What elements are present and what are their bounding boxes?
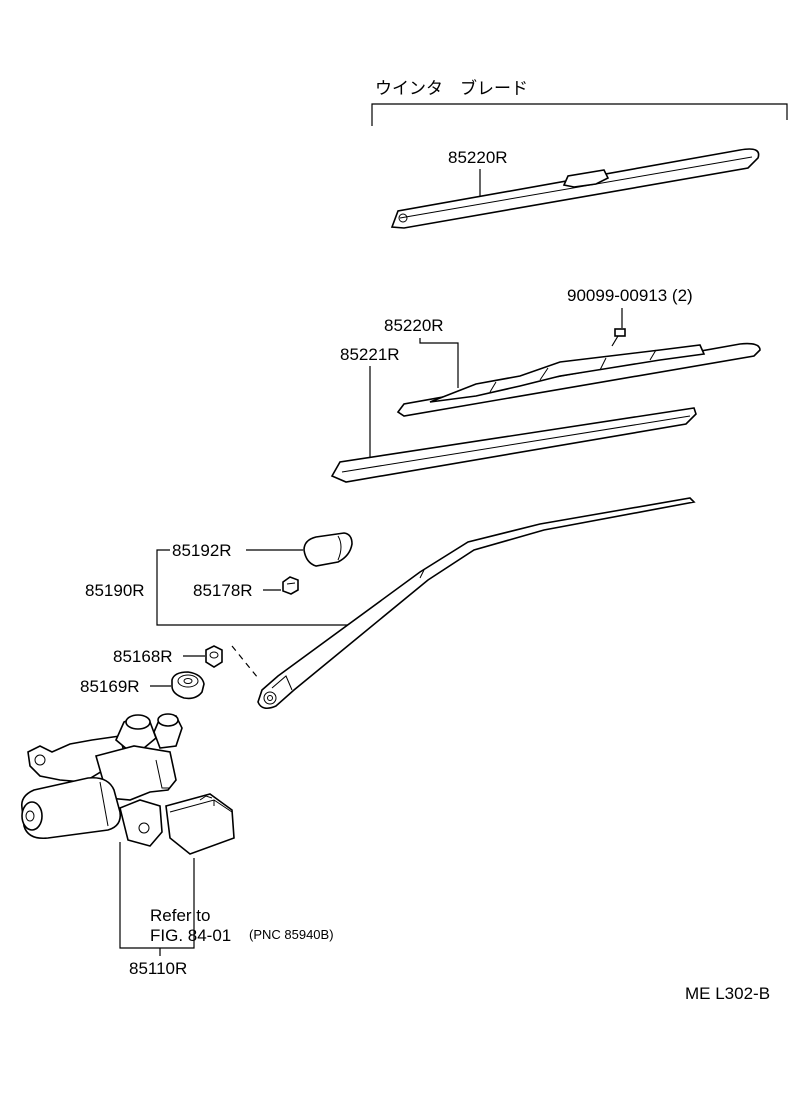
pivot-group: 85168R 85169R	[80, 645, 223, 700]
arm-assy-label: 85190R	[85, 581, 145, 600]
screw-group: 90099-00913 (2)	[567, 286, 693, 347]
grommet-label: 85169R	[80, 677, 140, 696]
wiper-arm	[257, 497, 696, 710]
grommet	[171, 671, 205, 700]
arm-assy-bracket	[156, 549, 352, 626]
winter-blade-bracket	[371, 103, 788, 126]
blade-assy-group: 85220R 85221R	[330, 316, 761, 483]
wiper-motor	[20, 713, 235, 855]
wiper-blade-assembly	[396, 342, 761, 417]
refer-to-text: Refer to	[150, 906, 210, 925]
blade-rubber	[330, 407, 697, 483]
pivot-nut-label: 85168R	[113, 647, 173, 666]
motor-bracket	[119, 842, 195, 949]
blade-assy-leader	[419, 338, 459, 388]
winter-blade-header: ウインタ ブレード	[375, 78, 528, 98]
arm-nut	[282, 576, 299, 595]
screw	[611, 328, 626, 347]
winter-blade-label: 85220R	[448, 148, 508, 167]
screw-label: 90099-00913 (2)	[567, 286, 693, 305]
fig-ref-text: FIG. 84-01	[150, 926, 231, 945]
diagram-code: ME L302-B	[685, 984, 770, 1003]
pivot-nut	[205, 645, 223, 668]
pivot-cap	[303, 532, 353, 567]
cap-label: 85192R	[172, 541, 232, 560]
blade-rubber-label: 85221R	[340, 345, 400, 364]
blade-assy-label: 85220R	[384, 316, 444, 335]
arm-group: 85192R 85190R 85178R	[85, 497, 696, 710]
arm-install-dashed-line	[231, 645, 259, 679]
motor-group: Refer to FIG. 84-01 (PNC 85940B) 85110R	[20, 713, 334, 978]
nut-label: 85178R	[193, 581, 253, 600]
motor-label: 85110R	[129, 959, 187, 978]
winter-blade-group: ウインタ ブレード 85220R	[371, 78, 788, 229]
pnc-ref-text: (PNC 85940B)	[249, 927, 334, 942]
winter-blade	[390, 148, 760, 229]
